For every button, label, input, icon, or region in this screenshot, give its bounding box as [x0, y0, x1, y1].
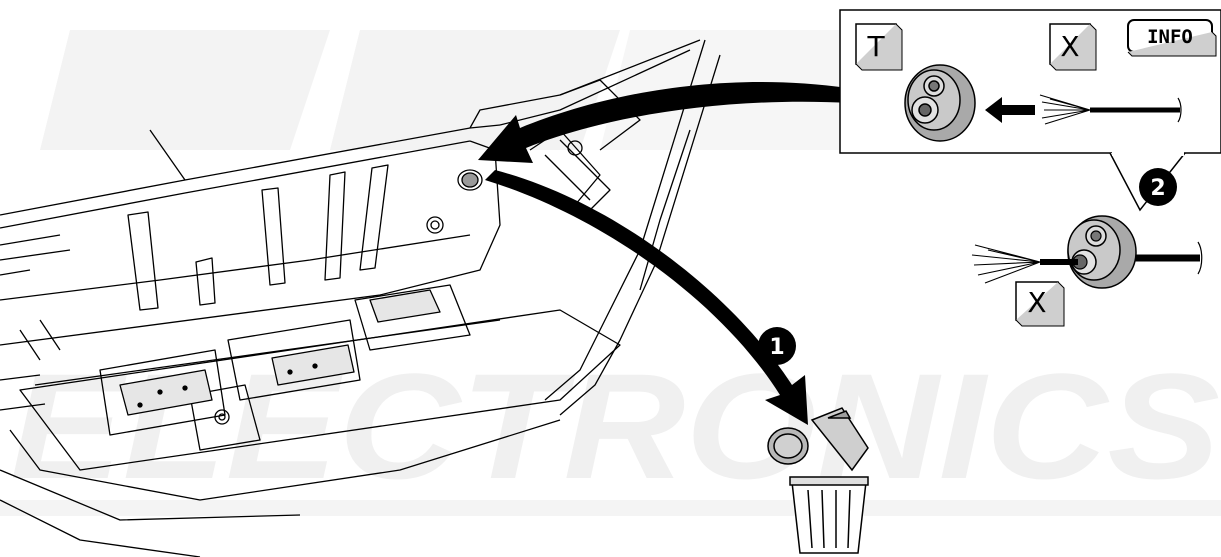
assembled-grommet	[971, 215, 1203, 289]
callout-label-x: X	[1027, 286, 1046, 319]
label-t: T	[866, 30, 885, 63]
step-2-marker: 2	[1139, 168, 1177, 206]
watermark-text: ELECTRONICS	[10, 342, 1220, 510]
insert-arrow	[478, 81, 852, 163]
cable-icon	[1039, 94, 1182, 125]
step-2-number: 2	[1150, 176, 1165, 201]
discard-arrow	[485, 170, 808, 425]
trash-can-icon	[767, 407, 869, 554]
info-badge: INFO	[1147, 26, 1193, 48]
trunk-illustration	[0, 39, 721, 557]
label-x: X	[1060, 30, 1079, 63]
detail-box: T X INFO	[839, 9, 1221, 154]
step-1-marker: 1	[758, 327, 796, 365]
watermark: ELECTRONICS	[0, 30, 1221, 516]
callout-label-box: X	[1015, 281, 1065, 327]
grommet-icon	[904, 64, 976, 142]
push-arrow	[985, 97, 1035, 123]
step-1-number: 1	[769, 335, 784, 360]
